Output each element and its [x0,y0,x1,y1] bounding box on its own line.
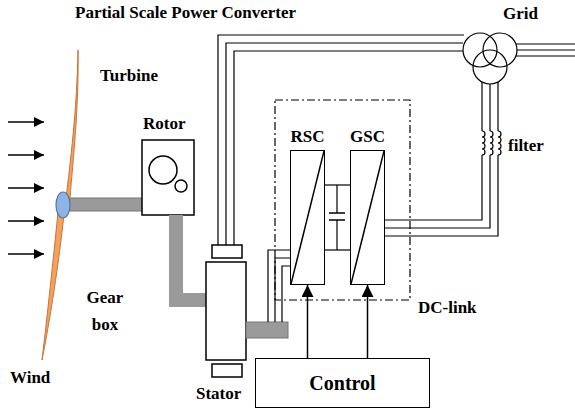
main-shaft [62,198,142,211]
converter-label: GSC [350,127,385,147]
grid-wire [481,82,482,131]
rotor-label: Rotor [143,114,185,134]
filter-coil [482,131,485,155]
wind-arrow [8,121,44,123]
rotor-wire [282,266,290,322]
control-box: Control [255,358,430,408]
gearbox-label: Gear box [80,284,130,338]
grid-wire [385,155,482,220]
capacitor-lead [336,220,337,250]
grid-wire [385,155,498,236]
rotor-wire [275,258,290,322]
turbine-blade [42,50,78,360]
wind-arrow [8,187,44,189]
converter-box: GSC [350,150,385,285]
stator-wire [226,43,463,245]
converter-symbol [351,151,384,284]
diagram-title: Partial Scale Power Converter [75,3,296,23]
wind-arrow [8,253,44,255]
converter-diagonal [291,151,324,284]
grid-wire [497,82,498,131]
control-signal-arrow [307,285,309,358]
converter-diagonal [351,151,384,284]
stator-wire [234,51,463,245]
control-signal-arrow [367,285,369,358]
converter-symbol [291,151,324,284]
stator-winding [212,245,242,258]
converter-enclosure [275,100,410,300]
stator-winding [212,364,242,377]
grid-label: Grid [503,4,538,24]
filter-coil [498,131,501,155]
gear-box [142,140,194,215]
capacitor-plate [329,212,345,214]
wind-label: Wind [10,368,50,388]
rotor-wire [268,250,290,322]
generator-shaft [176,215,207,300]
rotor-shaft [246,322,288,338]
grid-line [517,49,575,50]
grid-wire [385,155,490,228]
grid-line [516,43,575,44]
converter-box: RSC [290,150,325,285]
grid-wire [489,84,490,131]
gear-wheel [175,180,187,192]
generator-body [206,262,246,360]
turbine-label: Turbine [100,66,158,86]
filter-label: filter [508,136,544,156]
converter-label: RSC [290,127,324,147]
stator-label: Stator [196,384,241,404]
turbine-hub [56,192,70,218]
grid-line [516,55,575,56]
wind-arrow [8,220,44,222]
capacitor-lead [336,185,337,213]
transformer-winding [473,50,507,84]
dc-link-label: DC-link [418,298,477,318]
gear-wheel [149,156,177,184]
filter-coil [490,131,493,155]
box-label: Control [309,372,375,395]
stator-wire [218,35,464,245]
wind-arrow [8,154,44,156]
